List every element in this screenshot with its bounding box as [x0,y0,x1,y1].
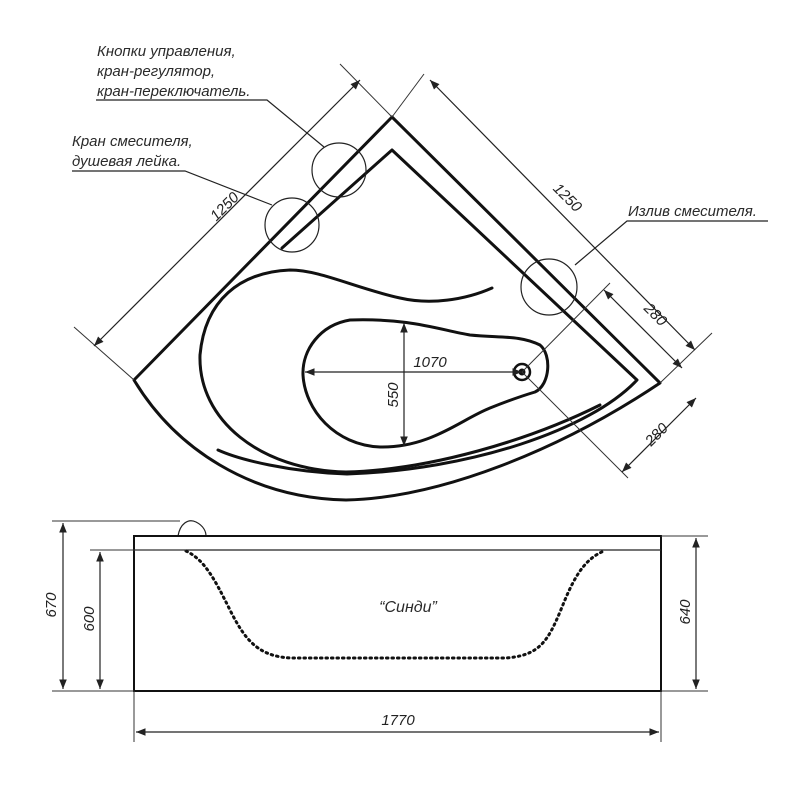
dim-length: 1770 [381,712,415,729]
mixer-callout-line-2: душевая лейка. [72,153,181,170]
controls-callout-line-3: кран-переключатель. [97,83,250,100]
dim-height-rim: 640 [677,599,694,625]
dim-inner-width: 550 [385,382,402,408]
dim-side-left: 1250 [207,189,243,225]
tub-inner-rim [216,148,639,476]
model-name: “Синди” [379,599,437,616]
spout-leader [574,220,768,266]
dim-drain-top: 280 [640,299,671,330]
dim-inner-length: 1070 [413,354,447,371]
controls-callout-line-2: кран-регулятор, [97,63,215,80]
mixer-callout-line-1: Кран смесителя, [72,133,193,150]
basin-profile-dotted [184,549,606,660]
top-view: 1250 1250 1070 550 280 280 Кнопки управл… [72,43,768,502]
dim-side-right: 1250 [549,180,585,216]
spout-callout-circle [520,258,578,316]
dim-height-total: 670 [43,592,60,618]
tub-outer-outline [132,115,662,502]
tub-front-panel [133,535,662,692]
dim-height-inner: 600 [81,606,98,632]
tub-basin-outline [198,268,602,474]
spout-callout: Излив смесителя. [628,203,757,220]
mixer-callout-circle [264,197,320,253]
controls-callout-line-1: Кнопки управления, [97,43,236,60]
tub-seat-outline [301,318,550,449]
mixer-leader [72,170,273,206]
front-view: 670 600 640 1770 “Синди” [43,520,708,742]
dim-drain-bottom: 280 [641,419,672,450]
